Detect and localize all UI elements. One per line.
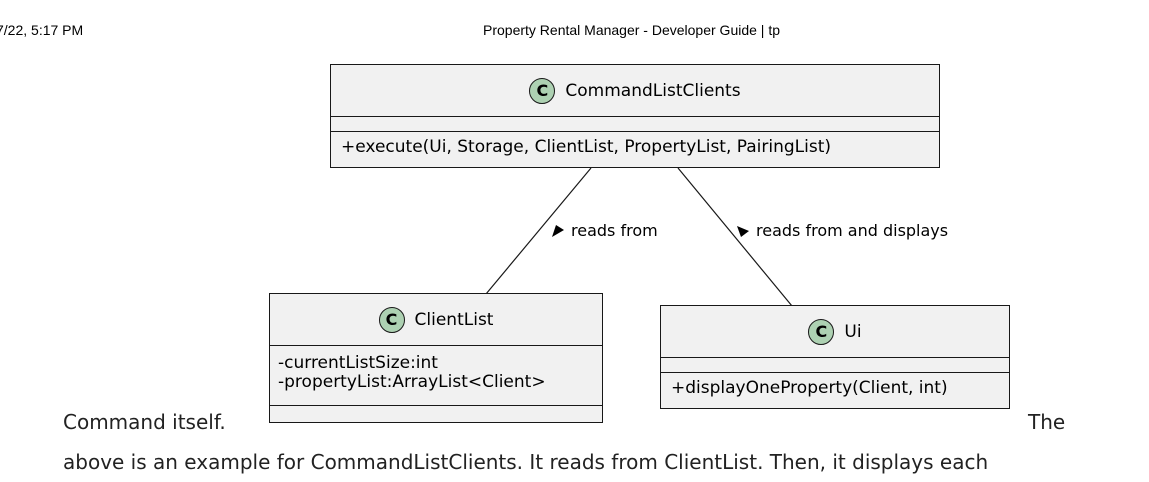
association-label-text: reads from and displays	[756, 221, 949, 240]
class-name: ClientList	[414, 309, 494, 330]
class-header: C Ui	[661, 306, 1009, 358]
attributes-compartment: -currentListSize:int -propertyList:Array…	[270, 346, 602, 406]
attribute: -currentListSize:int	[278, 353, 438, 373]
class-ui: C Ui +displayOneProperty(Client, int)	[660, 305, 1010, 409]
class-badge-icon: C	[808, 318, 835, 345]
print-header: 7/22, 5:17 PM Property Rental Manager - …	[0, 22, 1149, 42]
class-badge-icon: C	[529, 77, 556, 104]
methods-compartment: +displayOneProperty(Client, int)	[661, 373, 1009, 398]
prose-line-2: above is an example for CommandListClien…	[63, 450, 989, 474]
print-page-title: Property Rental Manager - Developer Guid…	[483, 22, 781, 38]
methods-compartment: +execute(Ui, Storage, ClientList, Proper…	[331, 132, 939, 157]
class-badge-icon: C	[378, 306, 405, 333]
class-client-list: C ClientList -currentListSize:int -prope…	[269, 293, 603, 423]
prose-line-1-left: Command itself.	[63, 410, 226, 434]
association-label-ui: reads from and displays	[736, 221, 948, 240]
methods-compartment	[270, 406, 602, 420]
association-label-clientlist: reads from	[551, 221, 658, 240]
class-header: C ClientList	[270, 294, 602, 346]
attributes-compartment	[331, 117, 939, 132]
attributes-compartment	[661, 358, 1009, 373]
prose-line-1-right: The	[1028, 410, 1066, 434]
print-date: 7/22, 5:17 PM	[0, 22, 84, 38]
class-command-list-clients: C CommandListClients +execute(Ui, Storag…	[330, 64, 940, 168]
method: +displayOneProperty(Client, int)	[671, 378, 948, 398]
direction-arrow-icon	[552, 224, 564, 237]
association-label-text: reads from	[571, 221, 658, 240]
class-name: Ui	[844, 321, 862, 342]
attribute: -propertyList:ArrayList<Client>	[278, 372, 546, 392]
direction-arrow-icon	[737, 225, 749, 237]
class-name: CommandListClients	[565, 80, 741, 101]
method: +execute(Ui, Storage, ClientList, Proper…	[341, 137, 832, 157]
class-header: C CommandListClients	[331, 65, 939, 117]
